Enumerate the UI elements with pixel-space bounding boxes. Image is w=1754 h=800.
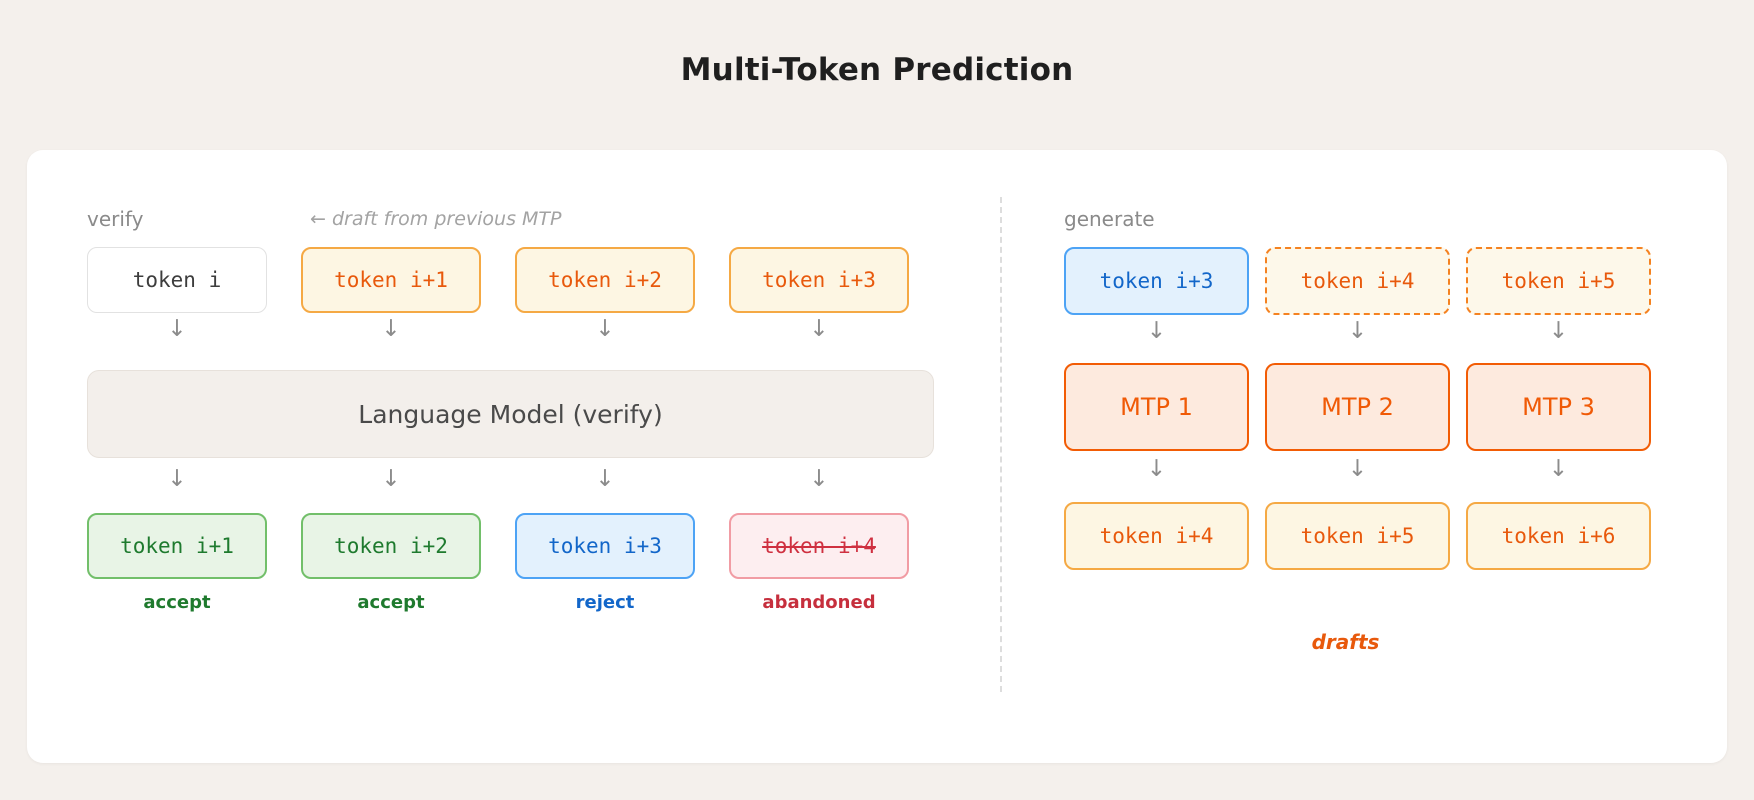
token-box-output-0[interactable]: token i+1 [87,513,267,579]
token-box-input-1[interactable]: token i+1 [301,247,481,313]
generate-output-row: token i+4 token i+5 token i+6 [1064,502,1651,570]
verify-input-row: token i token i+1 token i+2 token i+3 [87,247,909,313]
status-badge-accept-1: accept [357,592,425,613]
token-box-gen-input-1[interactable]: token i+4 [1265,247,1450,315]
token-box-input-0[interactable]: token i [87,247,267,313]
mtp-box-2[interactable]: MTP 2 [1265,363,1450,451]
down-arrow-icon: ↓ [167,466,187,492]
down-arrow-icon: ↓ [1548,456,1569,482]
down-arrow-icon: ↓ [1146,456,1167,482]
mtp-box-1[interactable]: MTP 1 [1064,363,1249,451]
generate-header: generate [1064,207,1155,231]
generate-panel: generate token i+3 token i+4 token i+5 ↓… [1002,150,1727,763]
verify-arrows-top: ↓ ↓ ↓ ↓ [87,318,909,341]
token-box-input-2[interactable]: token i+2 [515,247,695,313]
token-box-input-3[interactable]: token i+3 [729,247,909,313]
down-arrow-icon: ↓ [381,466,401,492]
generate-arrows-bottom: ↓ ↓ ↓ [1064,458,1651,481]
language-model-box[interactable]: Language Model (verify) [87,370,934,458]
draft-note: ← draft from previous MTP [310,208,562,230]
down-arrow-icon: ↓ [381,316,401,342]
token-box-gen-input-0[interactable]: token i+3 [1064,247,1249,315]
verify-output-row: token i+1 token i+2 token i+3 token i+4 [87,513,909,579]
status-badge-accept-0: accept [143,592,211,613]
status-badge-abandoned: abandoned [762,592,876,613]
diagram-card: verify ← draft from previous MTP token i… [27,150,1727,763]
verify-panel: verify ← draft from previous MTP token i… [27,150,1000,763]
verify-header: verify [87,207,144,231]
token-box-gen-output-0[interactable]: token i+4 [1064,502,1249,570]
down-arrow-icon: ↓ [595,466,615,492]
mtp-box-3[interactable]: MTP 3 [1466,363,1651,451]
down-arrow-icon: ↓ [1347,318,1368,344]
generate-arrows-top: ↓ ↓ ↓ [1064,320,1651,343]
down-arrow-icon: ↓ [595,316,615,342]
verify-arrows-bottom: ↓ ↓ ↓ ↓ [87,468,909,491]
token-box-gen-output-1[interactable]: token i+5 [1265,502,1450,570]
panel-divider [1000,197,1002,692]
card-inner: verify ← draft from previous MTP token i… [27,150,1727,763]
down-arrow-icon: ↓ [809,466,829,492]
token-box-output-2[interactable]: token i+3 [515,513,695,579]
down-arrow-icon: ↓ [1146,318,1167,344]
token-box-gen-output-2[interactable]: token i+6 [1466,502,1651,570]
down-arrow-icon: ↓ [1548,318,1569,344]
generate-input-row: token i+3 token i+4 token i+5 [1064,247,1651,315]
token-box-output-3[interactable]: token i+4 [729,513,909,579]
drafts-caption: drafts [1311,630,1380,654]
token-box-gen-input-2[interactable]: token i+5 [1466,247,1651,315]
verify-caption-row: accept accept reject abandoned [87,592,909,613]
mtp-row: MTP 1 MTP 2 MTP 3 [1064,363,1651,451]
status-badge-reject: reject [575,592,635,613]
token-box-output-1[interactable]: token i+2 [301,513,481,579]
down-arrow-icon: ↓ [167,316,187,342]
page-title: Multi-Token Prediction [680,52,1074,88]
down-arrow-icon: ↓ [1347,456,1368,482]
down-arrow-icon: ↓ [809,316,829,342]
